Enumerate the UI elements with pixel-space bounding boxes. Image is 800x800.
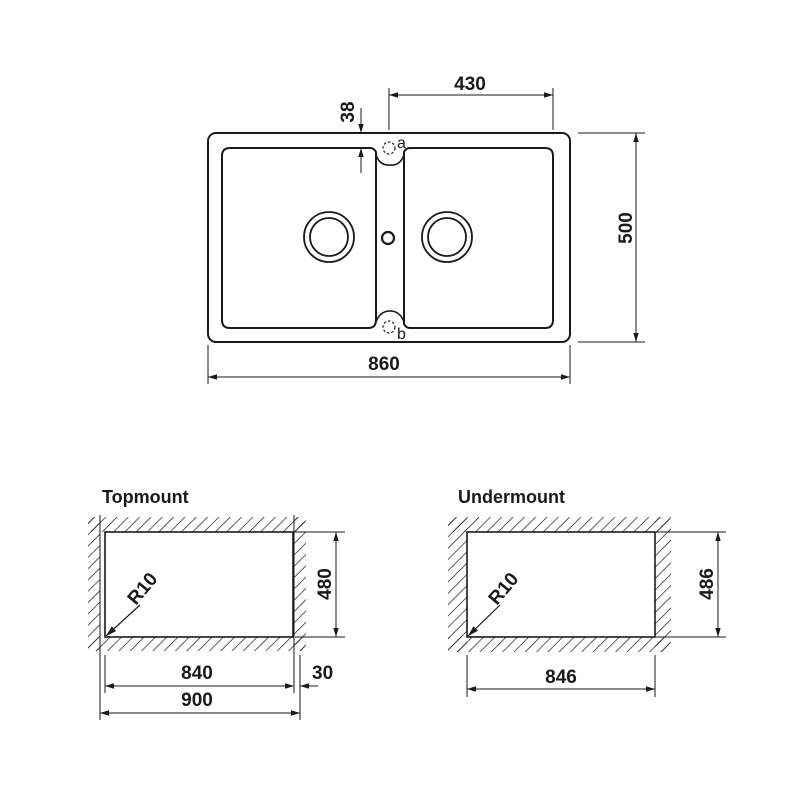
topmount-title: Topmount bbox=[102, 487, 189, 507]
topmount-opening bbox=[104, 531, 294, 638]
topmount-radius-label: R10 bbox=[124, 569, 162, 609]
hole-a-dashed bbox=[382, 141, 396, 155]
dimension-500: 500 bbox=[578, 132, 645, 343]
svg-text:30: 30 bbox=[312, 663, 333, 684]
point-b-label: b bbox=[397, 326, 406, 343]
undermount-opening bbox=[466, 531, 656, 638]
svg-text:900: 900 bbox=[181, 690, 213, 711]
dimension-486: 486 bbox=[656, 531, 726, 638]
dimension-900: 900 bbox=[100, 690, 300, 716]
dimension-430: 430 bbox=[388, 74, 554, 130]
svg-text:38: 38 bbox=[338, 101, 359, 122]
undermount-cutout: Undermount R10 486 846 bbox=[448, 487, 726, 697]
divider-notch-top bbox=[375, 154, 405, 166]
sink-top-view: a b 430 38 500 bbox=[207, 74, 645, 384]
svg-text:430: 430 bbox=[454, 74, 486, 95]
undermount-title: Undermount bbox=[458, 487, 565, 507]
left-drain bbox=[303, 211, 355, 263]
right-bowl bbox=[403, 147, 554, 329]
hole-b-dashed bbox=[382, 320, 396, 334]
divider-notch-bottom bbox=[375, 310, 405, 323]
svg-text:846: 846 bbox=[545, 667, 577, 688]
dimension-860: 860 bbox=[207, 345, 571, 384]
undermount-hatching bbox=[448, 517, 671, 652]
left-bowl bbox=[221, 147, 377, 329]
svg-text:840: 840 bbox=[181, 663, 213, 684]
svg-text:480: 480 bbox=[315, 568, 336, 600]
right-drain bbox=[421, 211, 473, 263]
point-a-label: a bbox=[397, 135, 406, 152]
tap-hole bbox=[380, 230, 396, 246]
topmount-hatching bbox=[88, 517, 306, 651]
svg-text:860: 860 bbox=[368, 354, 400, 375]
dimension-30: 30 bbox=[300, 663, 333, 689]
dimension-38: 38 bbox=[338, 101, 372, 173]
dimension-846: 846 bbox=[466, 655, 656, 697]
dimension-840: 840 bbox=[99, 655, 301, 720]
sink-outline bbox=[207, 132, 571, 343]
topmount-cutout: Topmount R10 480 840 30 bbox=[88, 487, 345, 720]
svg-text:500: 500 bbox=[616, 212, 637, 244]
undermount-radius-label: R10 bbox=[485, 569, 523, 609]
dimension-480: 480 bbox=[295, 531, 345, 638]
svg-text:486: 486 bbox=[697, 568, 718, 600]
